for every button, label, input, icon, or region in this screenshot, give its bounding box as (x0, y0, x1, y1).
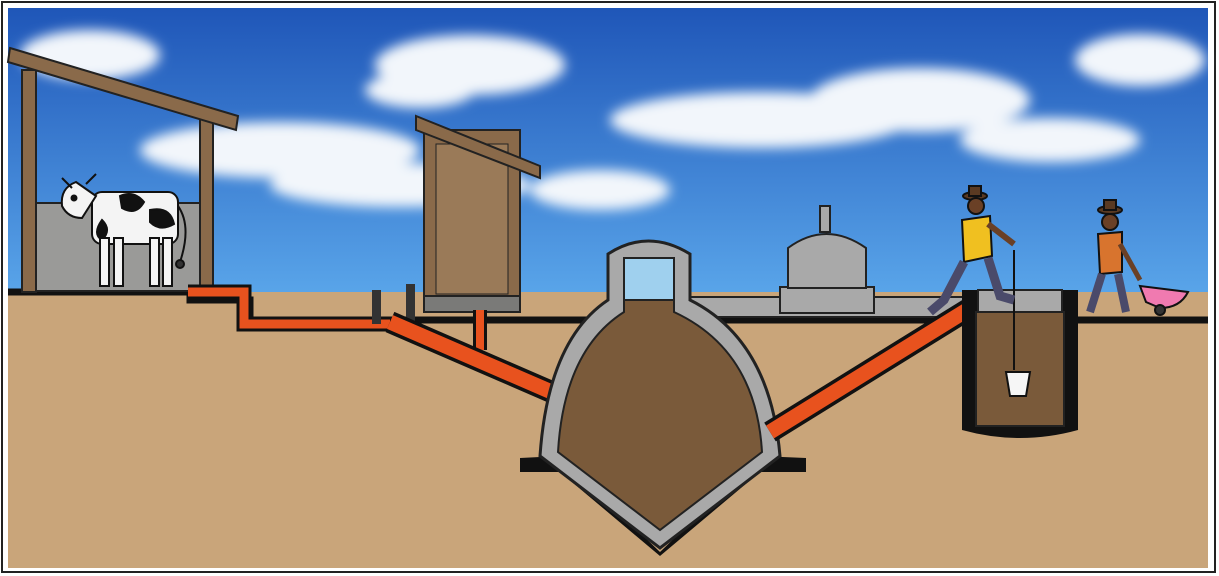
outhouse-door (436, 144, 508, 294)
wheelbarrow-wheel (1155, 305, 1165, 315)
digester-gas-chamber (624, 258, 674, 300)
bucket (1006, 372, 1030, 396)
post (372, 290, 381, 324)
cloud (365, 72, 475, 108)
cloud (530, 170, 670, 210)
shed-post-right (200, 115, 213, 292)
outhouse-base (424, 296, 520, 312)
cloud (1075, 34, 1205, 86)
cloud (960, 118, 1140, 162)
shed-post-left (22, 70, 36, 292)
